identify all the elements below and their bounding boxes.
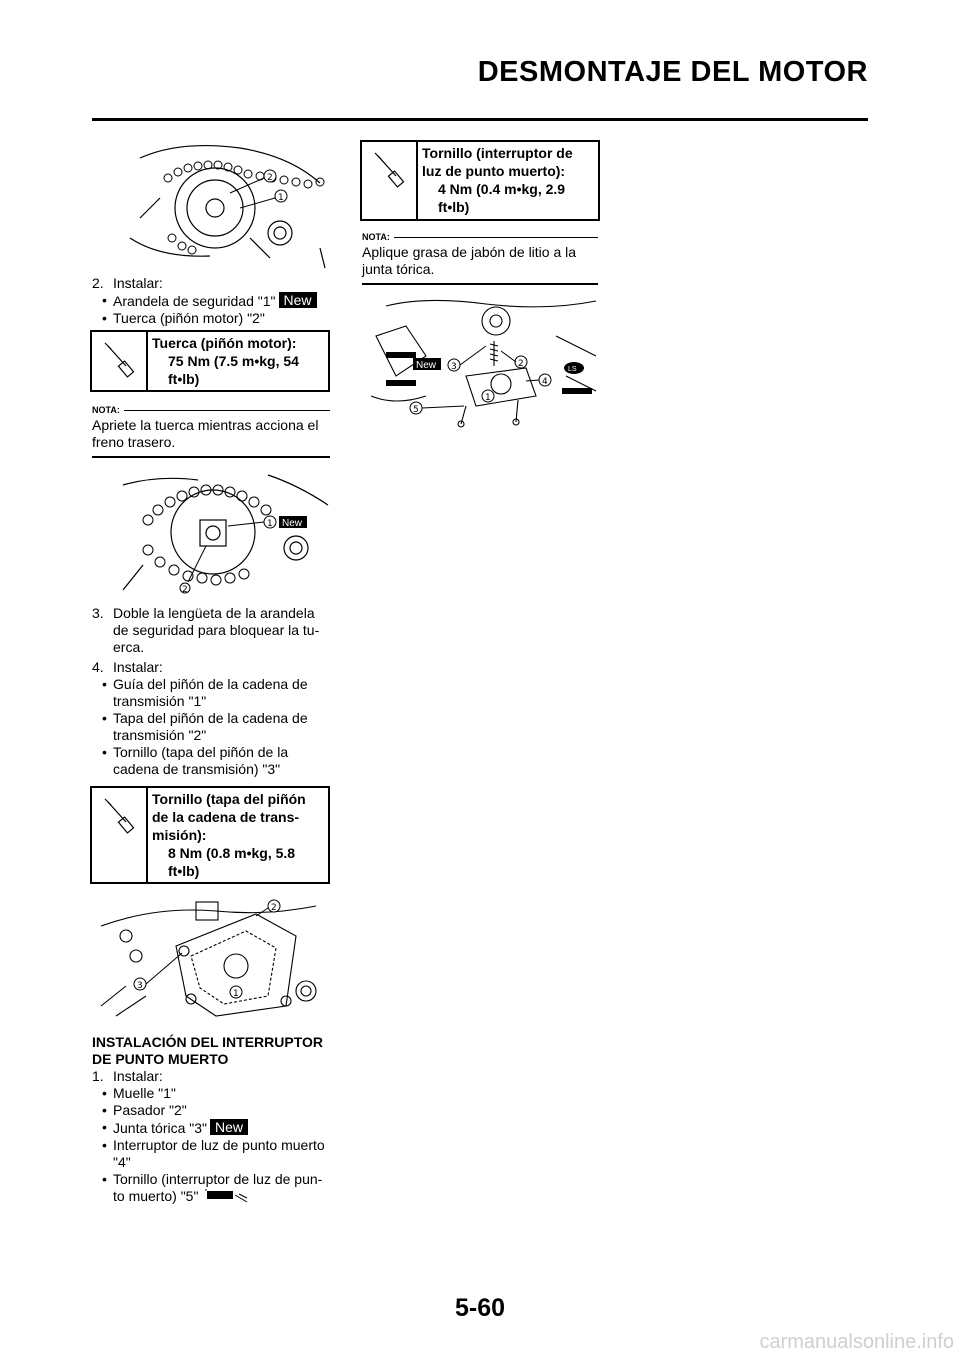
torque-wrench-icon — [92, 332, 148, 390]
torque-wrench-icon — [92, 788, 148, 882]
spec-1-value: 75 Nm (7.5 m•kg, 54 ft•lb) — [168, 353, 299, 387]
fig4-callout-5: 5 — [413, 405, 419, 415]
step-3-text: Doble la lengüeta de la arandela de segu… — [113, 605, 320, 655]
fig2-new-badge: New — [282, 518, 303, 529]
spec-3-value: 4 Nm (0.4 m•kg, 2.9 ft•lb) — [438, 181, 566, 215]
section-neutral-switch: INSTALACIÓN DEL INTERRUPTOR DE PUNTO MUE… — [92, 1034, 332, 1208]
step-2-number: 2. — [92, 275, 104, 291]
nota-1-label: NOTA: — [92, 405, 120, 415]
nota-2-text: Aplique grasa de jabón de litio a la jun… — [362, 244, 577, 277]
page-title: DESMONTAJE DEL MOTOR — [477, 56, 868, 88]
header-rule — [92, 118, 868, 121]
step-3: 3. Doble la lengüeta de la arandela de se… — [92, 605, 332, 656]
fig4-callout-2: 2 — [518, 359, 524, 369]
step-2-item-2: Tuerca (piñón motor) "2" — [113, 310, 265, 326]
fig4-callout-3: 3 — [451, 362, 457, 372]
nota-1: NOTA: Apriete la tuerca mientras acciona… — [92, 405, 330, 458]
step-2: 2.Instalar: •Arandela de seguridad "1"Ne… — [92, 275, 332, 327]
section-step-number: 1. — [92, 1068, 104, 1084]
section-item-2: Pasador "2" — [113, 1102, 187, 1118]
spec-2-value: 8 Nm (0.8 m•kg, 5.8 ft•lb) — [168, 845, 296, 879]
fig3-callout-3: 3 — [137, 981, 143, 991]
new-badge: New — [210, 1119, 249, 1135]
fig4-callout-4: 4 — [542, 377, 548, 387]
grease-mark-icon: LS — [568, 366, 577, 373]
step-4-number: 4. — [92, 659, 104, 675]
torque-wrench-icon — [362, 142, 418, 219]
step-4: 4.Instalar: •Guía del piñón de la cadena… — [92, 659, 332, 778]
spec-box-cover-bolt-torque: Tornillo (tapa del piñón de la cadena de… — [90, 786, 330, 884]
section-item-5: Tornillo (interruptor de luz de pun-to m… — [113, 1171, 323, 1204]
section-title: INSTALACIÓN DEL INTERRUPTOR DE PUNTO MUE… — [92, 1034, 324, 1067]
step-4-item-1: Guía del piñón de la cadena de transmisi… — [113, 676, 308, 709]
nota-1-text: Apriete la tuerca mientras acciona el fr… — [92, 417, 319, 450]
section-item-1: Muelle "1" — [113, 1085, 176, 1101]
figure-neutral-switch: New 3 2 4 5 1 LS — [370, 299, 597, 428]
watermark: carmanualsonline.info — [759, 1331, 954, 1353]
nota-2-label: NOTA: — [362, 232, 390, 242]
nota-2: NOTA: Aplique grasa de jabón de litio a … — [362, 232, 598, 285]
spec-3-title: Tornillo (interruptor de luz de punto mu… — [422, 145, 573, 179]
figure-sprocket-cover: 2 3 1 — [100, 899, 317, 1017]
fig3-callout-1: 1 — [233, 989, 239, 999]
step-4-label: Instalar: — [113, 659, 163, 675]
section-step-label: Instalar: — [113, 1068, 163, 1084]
step-4-item-3: Tornillo (tapa del piñón de la cadena de… — [113, 744, 289, 777]
fig2-callout-1: 1 — [267, 519, 273, 529]
spec-2-title: Tornillo (tapa del piñón de la cadena de… — [152, 791, 306, 843]
section-item-4: Interruptor de luz de punto muerto "4" — [113, 1137, 325, 1170]
spec-box-nut-torque: Tuerca (piñón motor): 75 Nm (7.5 m•kg, 54… — [90, 330, 330, 392]
fig2-callout-2: 2 — [182, 585, 188, 594]
new-badge: New — [278, 292, 317, 308]
step-4-item-2: Tapa del piñón de la cadena de transmisi… — [113, 710, 308, 743]
fig4-new-badge: New — [416, 360, 437, 371]
step-2-label: Instalar: — [113, 275, 163, 291]
figure-sprocket-washer: 1 New 2 — [122, 474, 329, 594]
fig3-callout-2: 2 — [271, 903, 277, 913]
step-3-number: 3. — [92, 605, 104, 621]
spec-box-switch-bolt-torque: Tornillo (interruptor de luz de punto mu… — [360, 140, 600, 221]
spec-1-title: Tuerca (piñón motor): — [152, 335, 297, 351]
section-item-3: Junta tórica "3" — [113, 1120, 207, 1136]
fig4-callout-1: 1 — [485, 393, 491, 403]
step-2-item-1: Arandela de seguridad "1" — [113, 293, 276, 309]
threadlock-icon — [205, 1188, 249, 1208]
figure-sprocket-nut: 2 1 — [129, 144, 326, 269]
page-number: 5-60 — [454, 1294, 506, 1322]
fig1-callout-1: 1 — [278, 193, 284, 203]
fig1-callout-2: 2 — [267, 173, 273, 183]
